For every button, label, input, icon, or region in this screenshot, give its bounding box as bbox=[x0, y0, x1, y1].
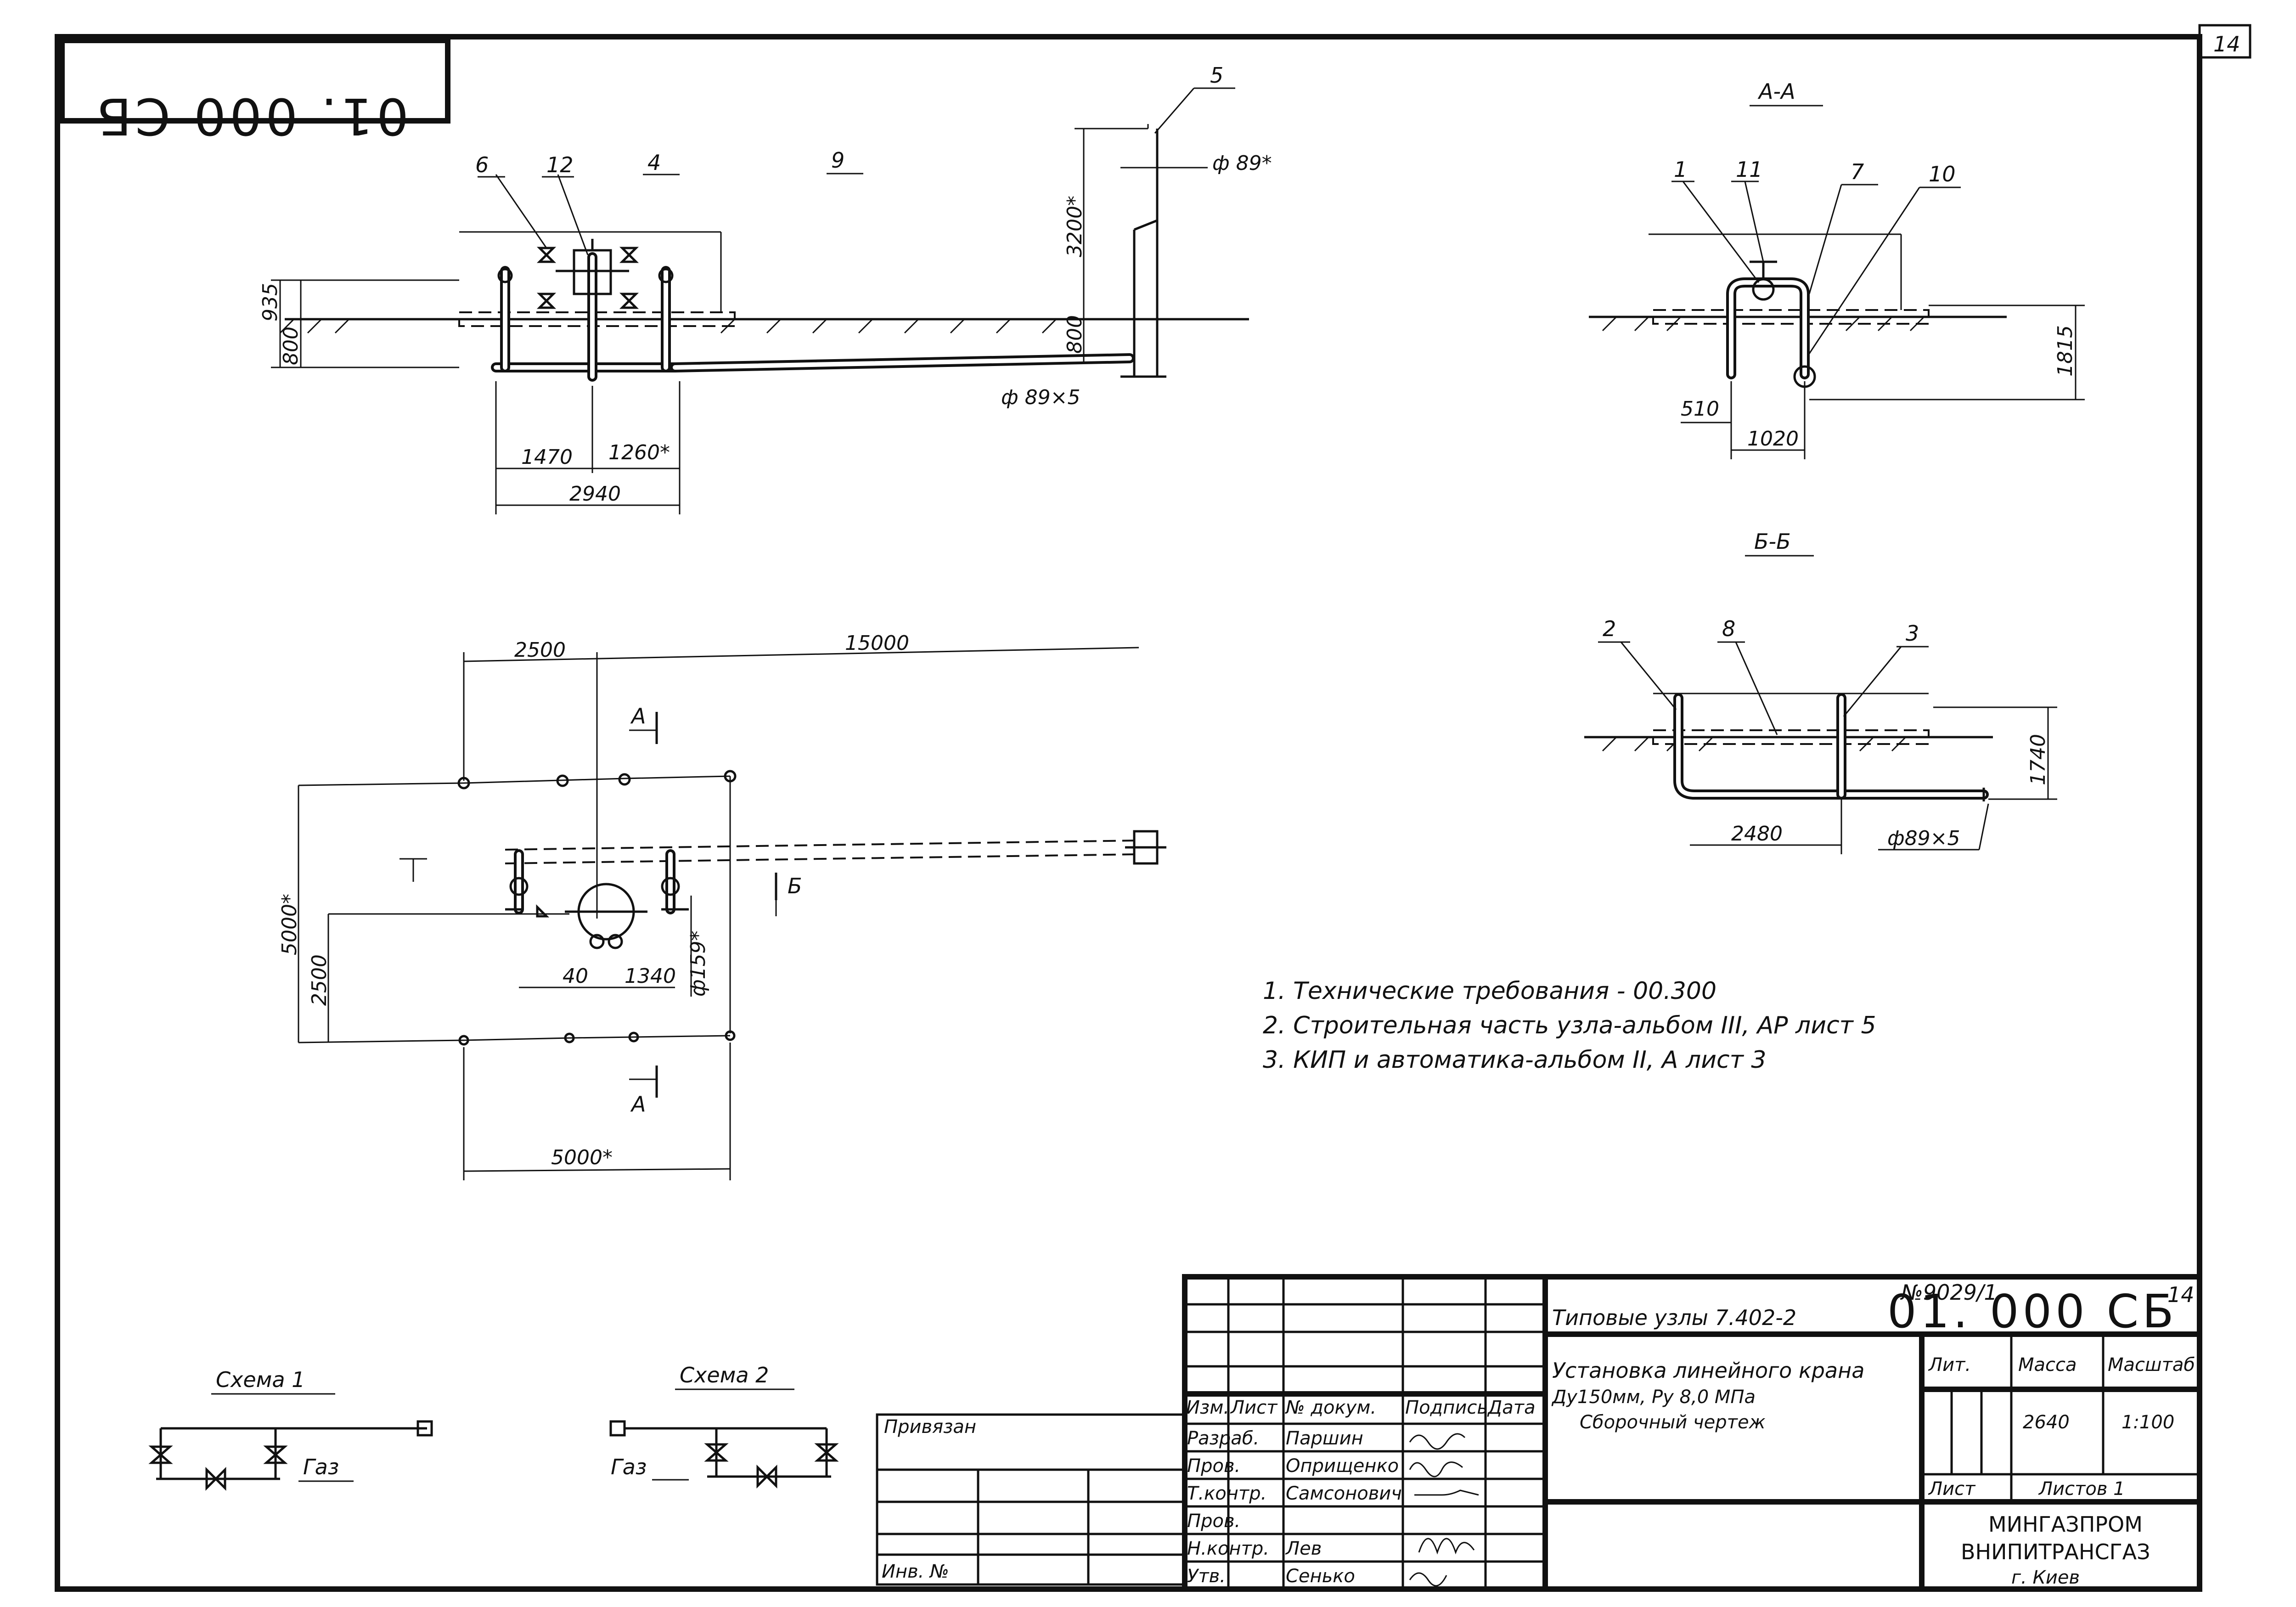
svg-text:10: 10 bbox=[1929, 162, 1956, 186]
svg-text:2500: 2500 bbox=[308, 954, 331, 1006]
svg-text:2640: 2640 bbox=[2023, 1412, 2070, 1433]
code-stamp-box bbox=[59, 38, 450, 124]
note-3: 3. КИП и автоматика-альбом II, А лист 3 bbox=[1263, 1046, 1767, 1074]
section-bb: Б-Б 2 8 3 1740 2480 ф89×5 bbox=[1584, 529, 2057, 854]
technical-notes: 1. Технические требования - 00.300 2. Ст… bbox=[1263, 977, 1876, 1074]
svg-text:Масса: Масса bbox=[2018, 1354, 2077, 1376]
svg-text:Газ: Газ bbox=[611, 1455, 647, 1479]
svg-text:Инв. №: Инв. № bbox=[882, 1561, 949, 1582]
svg-text:800: 800 bbox=[279, 327, 303, 365]
svg-text:935: 935 bbox=[259, 283, 282, 321]
svg-text:Н.контр.: Н.контр. bbox=[1187, 1538, 1269, 1559]
svg-text:5000*: 5000* bbox=[551, 1146, 613, 1169]
svg-text:11: 11 bbox=[1736, 157, 1763, 182]
svg-text:2500: 2500 bbox=[514, 638, 566, 662]
svg-text:№ докум.: № докум. bbox=[1285, 1397, 1376, 1418]
svg-text:Б: Б bbox=[788, 874, 802, 898]
svg-text:12: 12 bbox=[546, 152, 574, 177]
svg-text:2: 2 bbox=[1603, 616, 1616, 641]
drawing-code: 01. 000 СБ bbox=[1887, 1285, 2178, 1338]
svg-text:40: 40 bbox=[563, 964, 588, 988]
svg-text:А: А bbox=[630, 1092, 646, 1116]
svg-text:Паршин: Паршин bbox=[1286, 1428, 1363, 1449]
svg-text:Привязан: Привязан bbox=[884, 1416, 976, 1438]
svg-text:Разраб.: Разраб. bbox=[1187, 1428, 1259, 1449]
scheme-2: Схема 2 Газ bbox=[609, 1363, 839, 1489]
svg-text:Типовые узлы 7.402-2: Типовые узлы 7.402-2 bbox=[1552, 1305, 1796, 1330]
svg-text:ВНИПИТРАНСГАЗ: ВНИПИТРАНСГАЗ bbox=[1961, 1539, 2150, 1564]
svg-text:1740: 1740 bbox=[2026, 734, 2050, 785]
svg-text:3: 3 bbox=[1906, 621, 1919, 646]
svg-text:ф 89*: ф 89* bbox=[1212, 152, 1272, 175]
section-aa: А-А 1 11 7 10 1815 bbox=[1589, 79, 2085, 459]
code-stamp-text: 01. 000 СБ bbox=[93, 87, 409, 146]
doc-number: №9029/1 bbox=[1900, 1280, 1998, 1305]
svg-text:А-А: А-А bbox=[1757, 79, 1795, 104]
svg-text:Схема 2: Схема 2 bbox=[680, 1363, 769, 1387]
svg-text:1: 1 bbox=[1674, 157, 1687, 182]
title-block: №9029/1 14 Привязан Инв. № Изм. Лист bbox=[876, 1274, 2202, 1592]
svg-text:8: 8 bbox=[1722, 616, 1735, 641]
svg-text:Установка линейного крана: Установка линейного крана bbox=[1552, 1358, 1864, 1383]
svg-text:г. Киев: г. Киев bbox=[2011, 1567, 2080, 1588]
svg-text:Подпись: Подпись bbox=[1405, 1397, 1488, 1418]
svg-text:Схема 1: Схема 1 bbox=[216, 1367, 305, 1392]
svg-text:Дата: Дата bbox=[1487, 1397, 1536, 1418]
svg-text:ф159*: ф159* bbox=[687, 930, 710, 997]
svg-text:А: А bbox=[630, 704, 646, 728]
svg-text:800: 800 bbox=[1063, 315, 1086, 354]
svg-text:Масштаб: Масштаб bbox=[2108, 1354, 2195, 1376]
svg-text:1340: 1340 bbox=[625, 964, 676, 988]
svg-text:Изм.: Изм. bbox=[1186, 1397, 1229, 1418]
svg-text:Лев: Лев bbox=[1285, 1538, 1322, 1559]
svg-text:Газ: Газ bbox=[303, 1455, 339, 1479]
svg-text:ф 89×5: ф 89×5 bbox=[1001, 386, 1080, 409]
svg-text:Оприщенко: Оприщенко bbox=[1286, 1455, 1399, 1477]
svg-text:5000*: 5000* bbox=[278, 894, 301, 955]
sheet-number-top: 14 bbox=[2167, 1282, 2195, 1307]
svg-text:Лист: Лист bbox=[1230, 1397, 1278, 1418]
sheet-frame bbox=[55, 34, 2202, 1592]
svg-text:Б-Б: Б-Б bbox=[1754, 529, 1791, 554]
svg-text:1:100: 1:100 bbox=[2122, 1412, 2174, 1433]
svg-text:Самсонович: Самсонович bbox=[1286, 1483, 1402, 1504]
corner-sheet-box bbox=[2198, 24, 2251, 59]
corner-sheet-number: 14 bbox=[2213, 32, 2240, 56]
svg-text:Лист: Лист bbox=[1928, 1478, 1976, 1500]
svg-text:Т.контр.: Т.контр. bbox=[1187, 1483, 1266, 1504]
svg-text:Сборочный чертеж: Сборочный чертеж bbox=[1580, 1412, 1766, 1433]
front-view: 6 12 4 9 5 935 800 1470 1260* 2940 3200*… bbox=[259, 63, 1272, 514]
ground-hatching bbox=[279, 318, 1057, 334]
svg-text:Лит.: Лит. bbox=[1928, 1354, 1971, 1376]
svg-text:2480: 2480 bbox=[1731, 822, 1783, 846]
plan-view: 2500 15000 5 bbox=[278, 632, 1166, 1180]
svg-text:9: 9 bbox=[831, 148, 844, 173]
svg-text:1470: 1470 bbox=[521, 445, 573, 469]
svg-text:Пров.: Пров. bbox=[1187, 1511, 1240, 1532]
svg-text:2940: 2940 bbox=[569, 482, 621, 506]
svg-text:Утв.: Утв. bbox=[1187, 1566, 1226, 1587]
svg-text:15000: 15000 bbox=[845, 632, 909, 655]
svg-text:6: 6 bbox=[475, 152, 489, 177]
svg-text:Сенько: Сенько bbox=[1286, 1566, 1355, 1587]
svg-text:Листов 1: Листов 1 bbox=[2038, 1478, 2125, 1500]
svg-text:Пров.: Пров. bbox=[1187, 1455, 1240, 1477]
svg-text:510: 510 bbox=[1681, 397, 1719, 421]
svg-text:1020: 1020 bbox=[1747, 427, 1799, 451]
svg-text:4: 4 bbox=[647, 150, 661, 175]
scheme-1: Схема 1 Газ bbox=[148, 1367, 433, 1491]
svg-text:1260*: 1260* bbox=[608, 441, 670, 464]
svg-text:3200*: 3200* bbox=[1063, 196, 1086, 257]
svg-text:1815: 1815 bbox=[2054, 325, 2077, 377]
svg-text:7: 7 bbox=[1851, 159, 1864, 184]
svg-text:МИНГАЗПРОМ: МИНГАЗПРОМ bbox=[1988, 1512, 2143, 1537]
svg-text:ф89×5: ф89×5 bbox=[1887, 827, 1960, 850]
note-1: 1. Технические требования - 00.300 bbox=[1263, 977, 1716, 1005]
svg-text:Ду150мм, Ру 8,0 МПа: Ду150мм, Ру 8,0 МПа bbox=[1551, 1387, 1756, 1408]
svg-text:5: 5 bbox=[1210, 63, 1223, 88]
note-2: 2. Строительная часть узла-альбом III, А… bbox=[1263, 1012, 1876, 1039]
